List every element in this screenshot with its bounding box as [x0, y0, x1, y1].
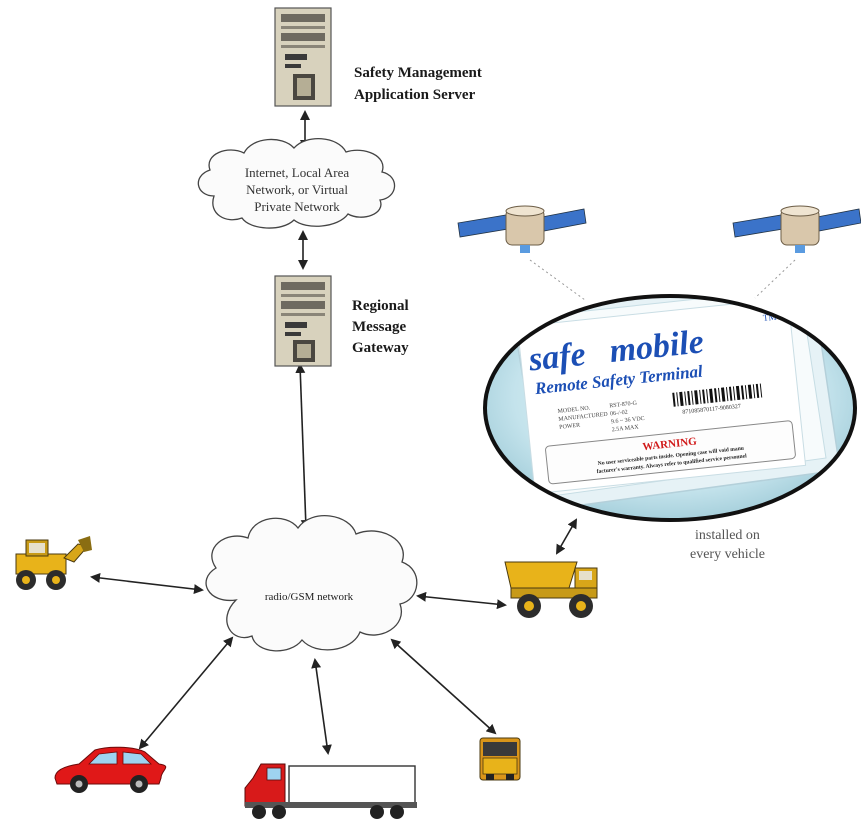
spec-key-power: POWER [559, 423, 581, 431]
installed-label-line2: every vehicle [690, 547, 765, 562]
satellite-icon [457, 205, 587, 253]
arrow-radio-semitruck [311, 658, 332, 755]
spec-val-current: 2.5A MAX [612, 424, 640, 433]
internet-label-line3: Private Network [254, 199, 340, 214]
loader-icon [15, 536, 92, 590]
terminal-closeup: safe mobile TM Remote Safety Terminal MO… [483, 294, 857, 522]
radio-gsm-cloud: radio/GSM network [205, 515, 418, 652]
car-icon [54, 746, 167, 793]
gateway-label-line3: Gateway [352, 340, 409, 356]
barcode [672, 383, 763, 407]
internet-cloud: Internet, Local Area Network, or Virtual… [197, 137, 396, 229]
spec-val-model: RST-870-G [609, 401, 638, 410]
warning-title: WARNING [642, 436, 698, 454]
semi-truck-icon [244, 763, 417, 819]
bus-icon [479, 737, 521, 781]
satellite-signal-right [754, 259, 796, 299]
server-icon [274, 7, 332, 107]
radio-network-label: radio/GSM network [265, 591, 354, 603]
arrow-radio-car [138, 636, 234, 750]
arrow-dumptruck-terminal [556, 518, 577, 555]
spec-val-voltage: 9.6 ~ 36 VDC [611, 416, 645, 426]
satellite-signal-left [529, 259, 586, 301]
trademark: TM [762, 312, 776, 323]
arrow-loader-radio [90, 572, 204, 595]
brand-safe: safe [526, 336, 587, 379]
arrow-radio-bus [390, 638, 497, 735]
spec-val-date: 06-/-02 [610, 410, 628, 418]
spec-key-model: MODEL NO. [557, 405, 591, 414]
server-label-line1: Safety Management [354, 65, 482, 81]
gateway-label-line2: Message [352, 319, 406, 335]
satellite-icon [732, 205, 861, 253]
gateway-server-icon [274, 275, 332, 367]
arrow-radio-dumptruck [416, 591, 507, 610]
internet-label-line1: Internet, Local Area [245, 165, 350, 180]
connectors [90, 110, 577, 755]
server-label-line2: Application Server [354, 87, 476, 103]
spec-key-manufactured: MANUFACTURED [558, 412, 609, 423]
arrow-gateway-radio [295, 363, 311, 530]
internet-label-line2: Network, or Virtual [246, 182, 348, 197]
gateway-label-line1: Regional [352, 298, 409, 314]
dump-truck-icon [504, 561, 598, 618]
installed-label-line1: installed on [695, 528, 760, 543]
